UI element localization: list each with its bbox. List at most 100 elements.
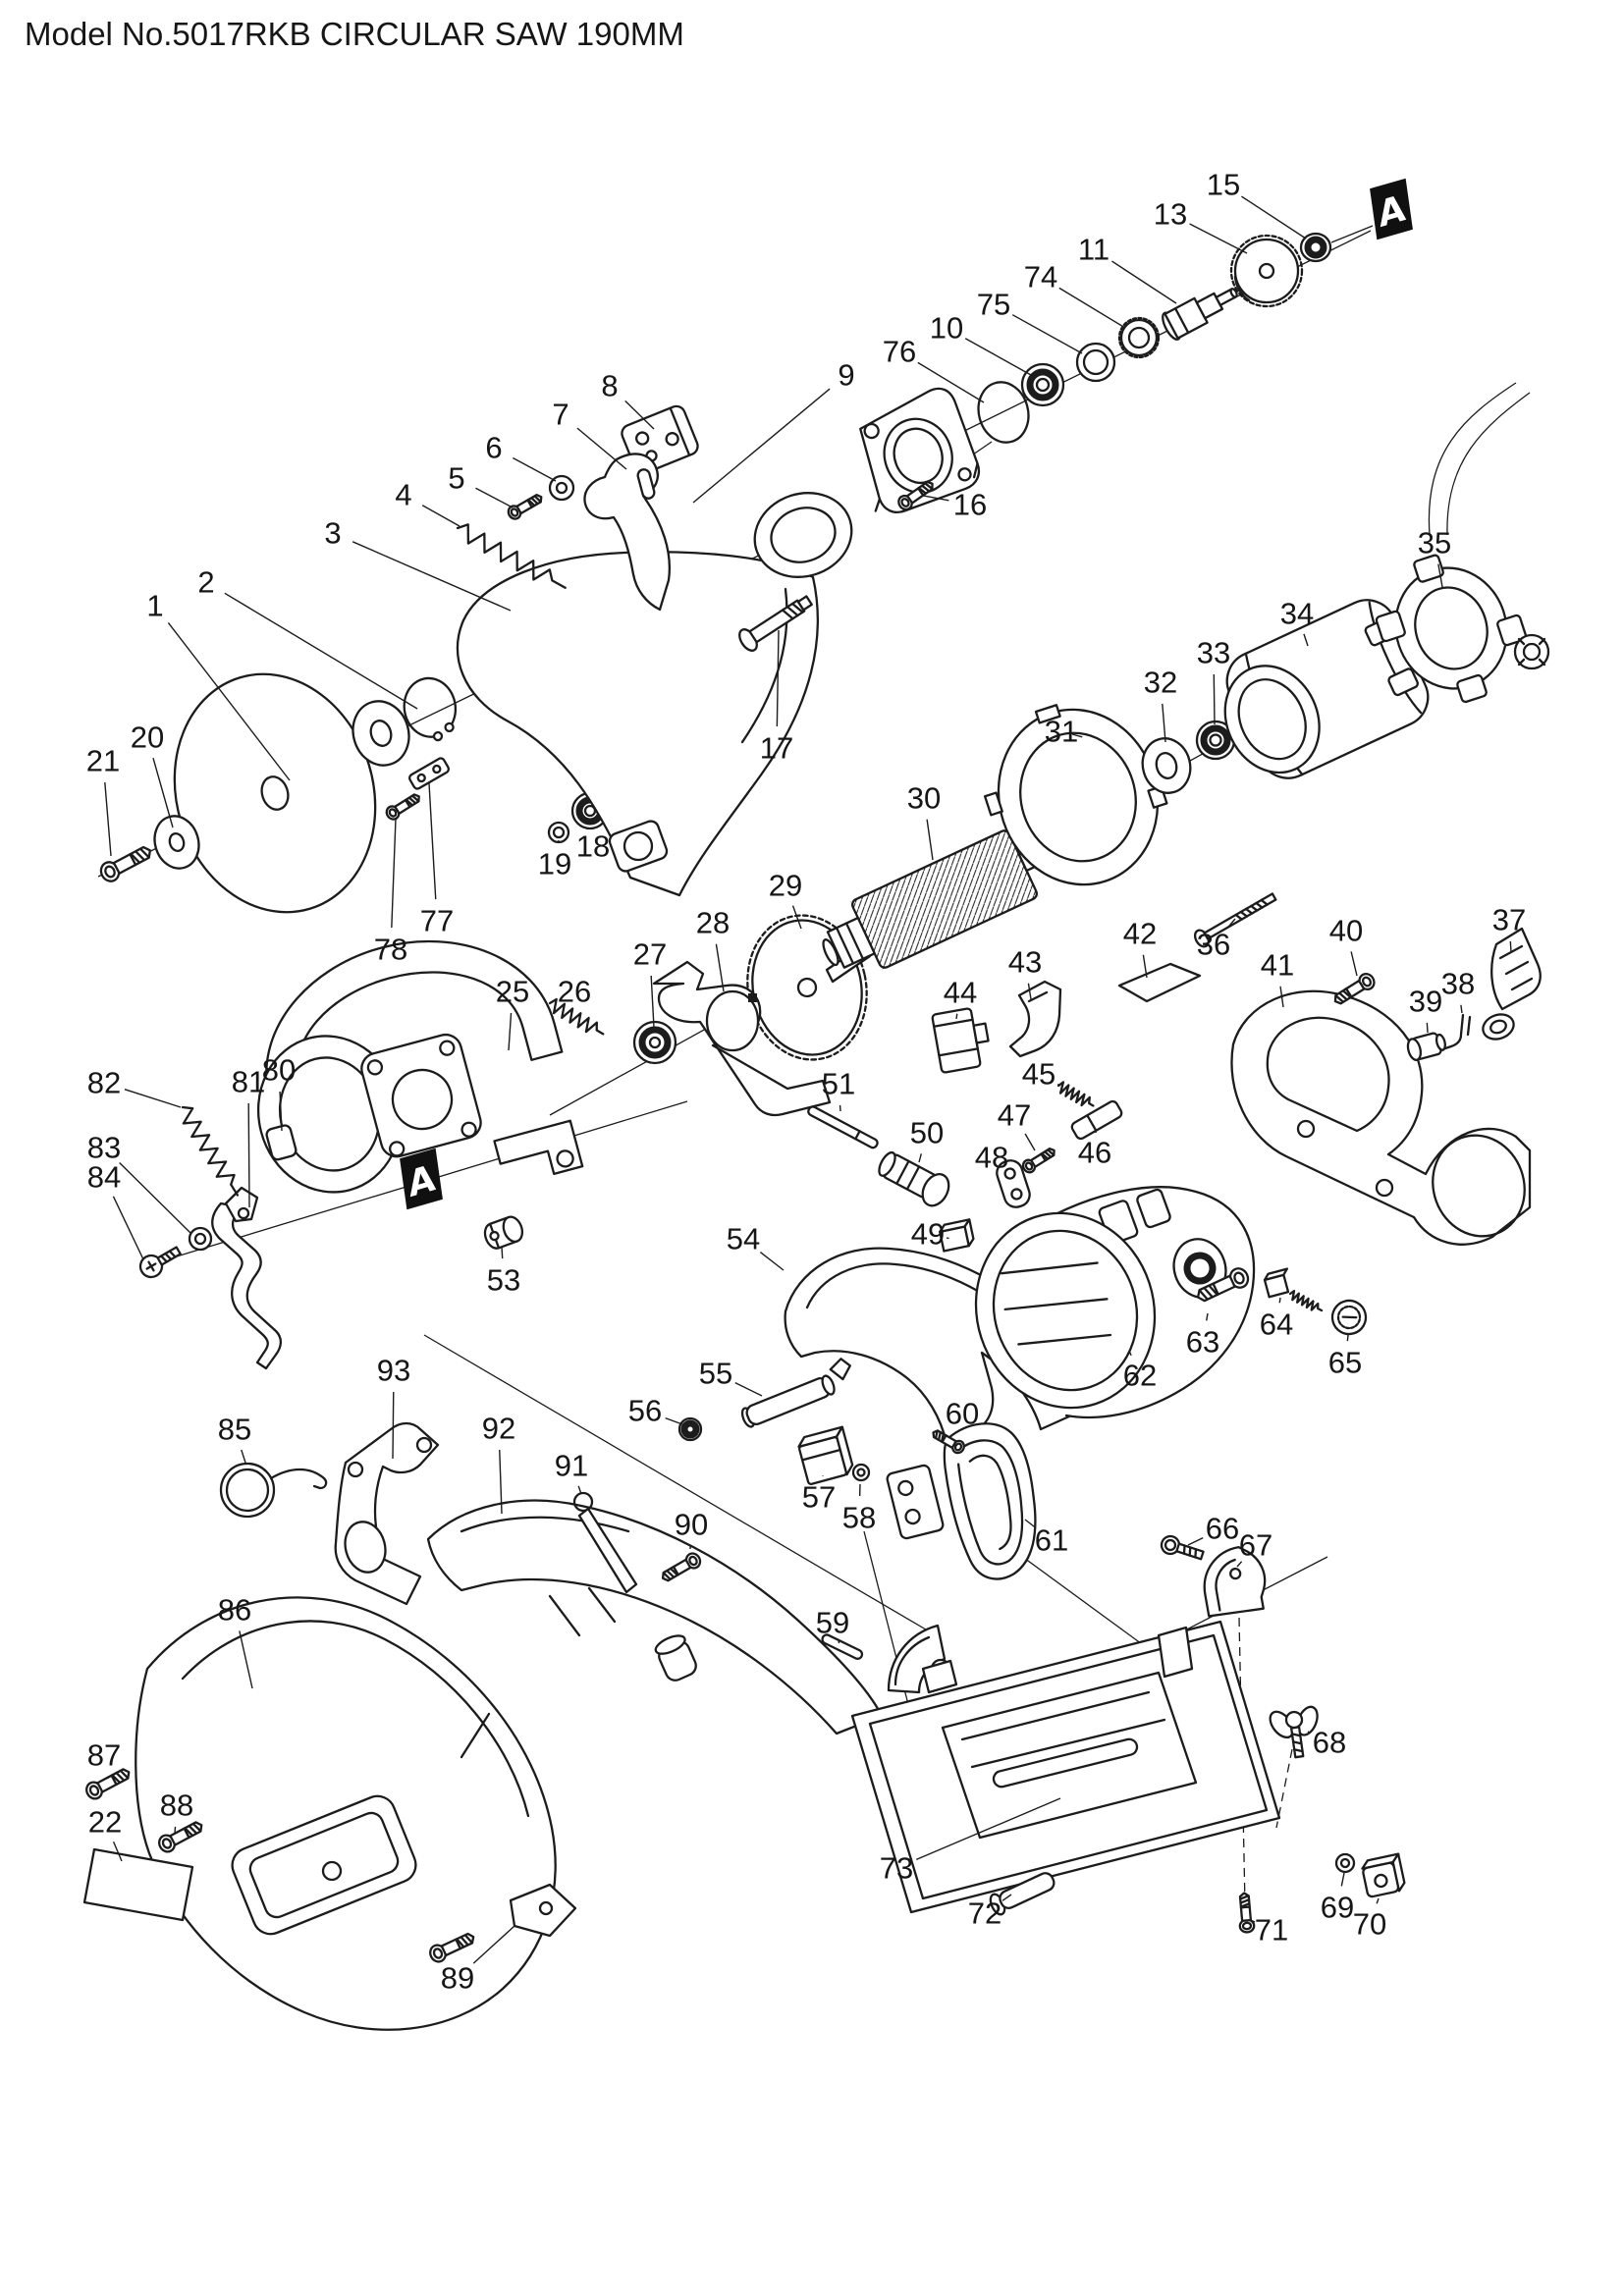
part-label-66: 66 <box>1206 1512 1239 1546</box>
leader-line-39 <box>1427 1023 1428 1033</box>
part-label-83: 83 <box>87 1131 121 1165</box>
leader-line-73 <box>916 1798 1060 1859</box>
leader-line-9 <box>693 389 830 503</box>
part-label-57: 57 <box>802 1480 836 1515</box>
part-label-10: 10 <box>930 311 963 346</box>
leader-line-49 <box>947 1238 949 1239</box>
part-label-25: 25 <box>496 975 529 1009</box>
part-label-13: 13 <box>1154 197 1187 232</box>
guard-arc <box>240 910 572 1166</box>
leader-line-33 <box>1214 674 1215 724</box>
leader-line-5 <box>475 488 513 507</box>
power-cord <box>1429 383 1530 535</box>
part-label-26: 26 <box>558 975 591 1009</box>
armature-30 <box>810 828 1086 970</box>
leader-line-64 <box>1279 1298 1280 1303</box>
leader-line-28 <box>716 944 724 991</box>
leader-line-42 <box>1143 955 1147 978</box>
screw-71 <box>1235 1891 1256 1934</box>
part-label-89: 89 <box>441 1961 474 1996</box>
part-label-69: 69 <box>1321 1891 1354 1925</box>
part-label-59: 59 <box>816 1606 849 1640</box>
part-label-11: 11 <box>1078 233 1110 267</box>
ring-75 <box>1077 344 1114 381</box>
leader-line-20 <box>153 758 173 828</box>
lock-off-lever-37 <box>1480 929 1541 1043</box>
part-label-87: 87 <box>87 1738 121 1773</box>
leader-line-92 <box>500 1450 502 1514</box>
screw-84 <box>136 1241 184 1281</box>
leader-line-86 <box>240 1630 252 1688</box>
clamp-knob-70 <box>1361 1854 1406 1897</box>
washer-32 <box>1137 733 1197 799</box>
leader-line-31 <box>1072 734 1082 737</box>
part-label-82: 82 <box>87 1066 121 1100</box>
part-label-62: 62 <box>1123 1359 1157 1393</box>
leader-line-85 <box>242 1450 245 1463</box>
part-label-90: 90 <box>675 1508 708 1542</box>
leader-line-3 <box>352 542 511 611</box>
bearing-33 <box>1197 721 1234 759</box>
housing-rim-62 <box>951 1190 1180 1431</box>
screw-47 <box>1019 1144 1058 1176</box>
part-label-32: 32 <box>1144 666 1177 700</box>
assembly-markers: AA <box>400 178 1413 1210</box>
rod-55 <box>736 1357 857 1428</box>
spring-45 <box>1055 1080 1098 1112</box>
leader-line-81 <box>248 1103 249 1207</box>
base-plate-assembly <box>852 1534 1406 1934</box>
leader-line-10 <box>965 339 1031 375</box>
part-label-88: 88 <box>160 1789 193 1823</box>
part-label-31: 31 <box>1045 715 1078 749</box>
leader-line-47 <box>1025 1134 1035 1150</box>
part-label-93: 93 <box>377 1354 410 1388</box>
part-label-8: 8 <box>601 369 618 403</box>
leader-line-35 <box>1438 564 1442 587</box>
switch-mount-assembly <box>821 1415 1053 1660</box>
part-label-4: 4 <box>395 478 411 512</box>
brush-holder-35 <box>1363 536 1540 721</box>
leader-line-74 <box>1059 288 1125 328</box>
marker-letter: A <box>1376 187 1408 236</box>
leader-line-54 <box>760 1253 784 1270</box>
part-label-16: 16 <box>953 488 987 522</box>
leader-line-80 <box>280 1092 282 1131</box>
leader-line-45 <box>1057 1085 1060 1086</box>
knob-39 <box>1406 1031 1447 1061</box>
part-label-65: 65 <box>1328 1346 1362 1380</box>
part-label-17: 17 <box>760 731 793 766</box>
part-label-7: 7 <box>552 398 568 432</box>
leader-line-68 <box>1308 1732 1310 1733</box>
part-label-22: 22 <box>88 1805 122 1840</box>
leader-line-44 <box>956 1014 957 1019</box>
leader-line-11 <box>1111 261 1176 303</box>
leader-line-75 <box>1012 315 1082 353</box>
part-label-40: 40 <box>1329 914 1363 948</box>
part-label-48: 48 <box>975 1141 1008 1175</box>
part-label-77: 77 <box>420 904 454 938</box>
retaining-ring <box>400 674 460 745</box>
assembly-marker-A-2: A <box>400 1148 443 1210</box>
part-label-46: 46 <box>1078 1136 1111 1170</box>
leader-line-56 <box>666 1418 682 1424</box>
part-label-18: 18 <box>576 829 610 864</box>
safety-cover-86 <box>135 1597 575 2029</box>
fan-baffle-31 <box>965 682 1184 909</box>
bolt-17 <box>736 591 816 654</box>
part-label-80: 80 <box>262 1053 296 1088</box>
carbon-brush-64 <box>1264 1269 1293 1298</box>
screw-36 <box>1192 889 1278 949</box>
leader-line-89 <box>473 1926 514 1963</box>
part-label-42: 42 <box>1123 917 1157 951</box>
leader-line-15 <box>1241 196 1306 239</box>
part-label-44: 44 <box>944 976 977 1010</box>
ball-bearing-10 <box>1022 364 1063 405</box>
part-label-86: 86 <box>218 1593 251 1628</box>
page-title: Model No.5017RKB CIRCULAR SAW 190MM <box>25 16 684 52</box>
leader-line-1 <box>168 622 290 780</box>
inner-flange <box>346 694 417 772</box>
leader-line-77 <box>429 783 436 899</box>
bracket-93 <box>336 1423 438 1604</box>
leader-line-67 <box>1237 1562 1242 1567</box>
leader-line-84 <box>113 1197 143 1259</box>
